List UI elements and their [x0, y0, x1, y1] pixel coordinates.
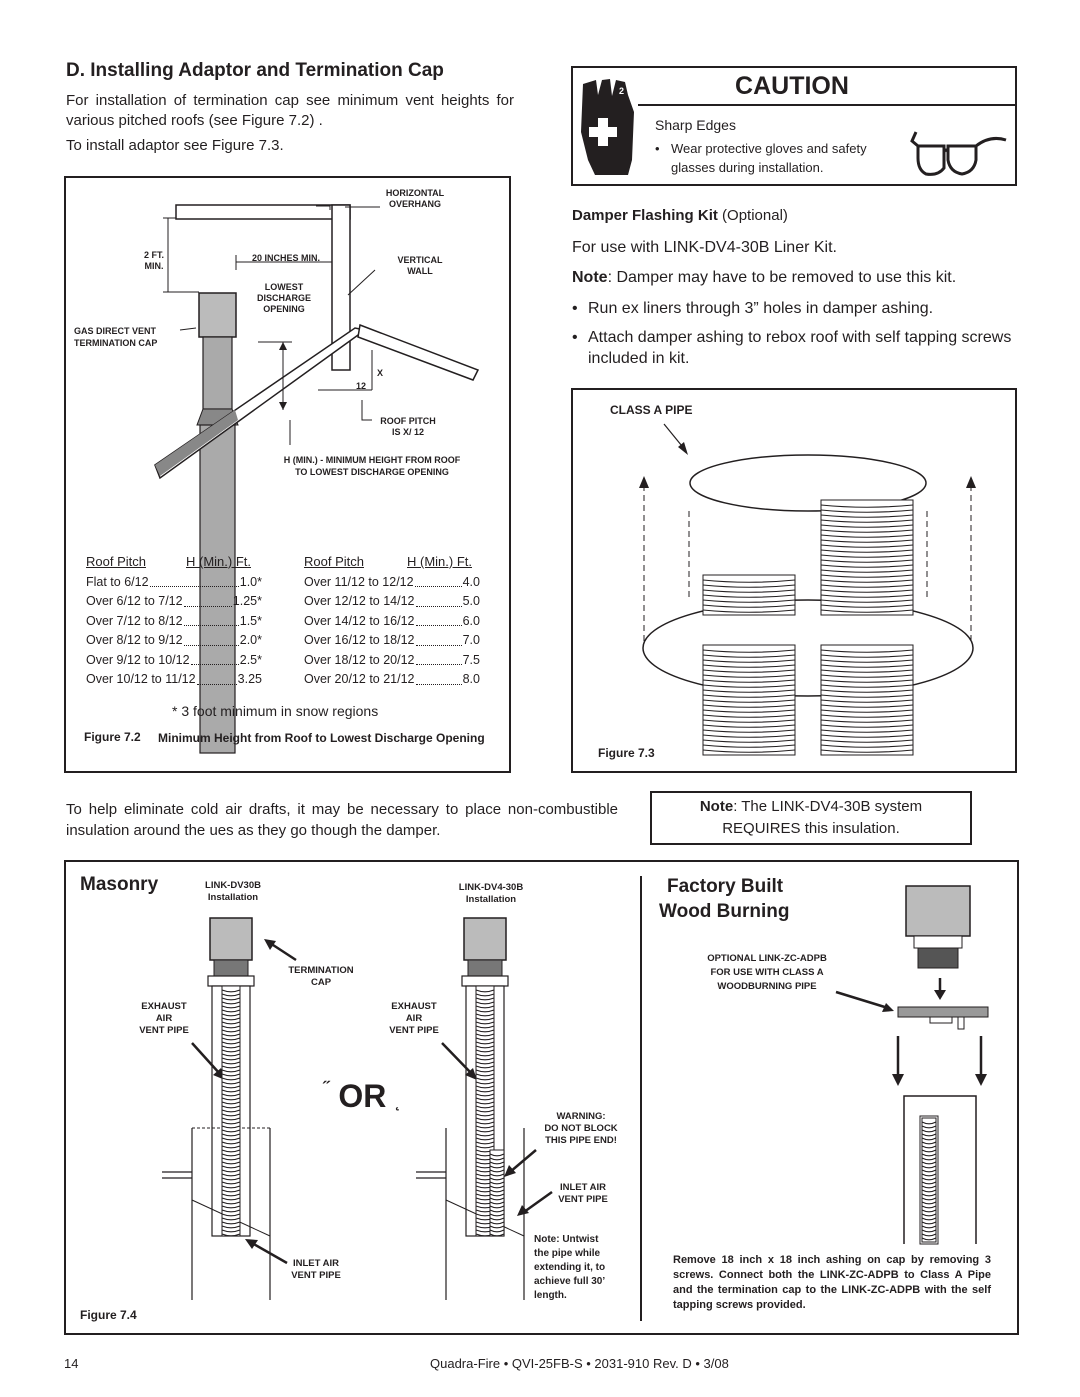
caution-bullet: • Wear protective gloves and safety glas…: [655, 141, 867, 175]
damper-bullet-1: •Run ex liners through 3” holes in dampe…: [572, 300, 934, 317]
h-min-label: H (MIN.) - MINIMUM HEIGHT FROM ROOF TO L…: [283, 455, 461, 477]
remove-flashing-note: Remove 18 inch x 18 inch ashing on cap b…: [673, 1254, 991, 1311]
masonry-title: Masonry: [80, 874, 159, 895]
wood-burning-title: Wood Burning: [659, 901, 790, 922]
cold-air-text: To help eliminate cold air drafts, it ma…: [66, 801, 618, 839]
caution-title-rule: [638, 104, 1016, 106]
document-id: Quadra-Fire • QVI-25FB-S • 2031-910 Rev.…: [430, 1356, 729, 1371]
vertical-wall-label: VERTICAL WALL: [397, 255, 443, 276]
section-title: D. Installing Adaptor and Termination Ca…: [66, 60, 444, 81]
roof-pitch-label: ROOF PITCH IS X/ 12: [380, 416, 436, 437]
optional-adpb-label: OPTIONAL LINK-ZC-ADPB FOR USE WITH CLASS…: [707, 953, 827, 992]
link-dv4-30b-label: LINK-DV4-30B Installation: [458, 882, 524, 905]
pitch-table-right: Roof Pitch H (Min.) Ft. Over 11/12 to 12…: [304, 552, 480, 690]
inlet-air-label-left: INLET AIR VENT PIPE: [291, 1258, 341, 1281]
termination-cap-label: TERMINATION CAP: [288, 965, 354, 988]
figure-7-4-box: [64, 860, 1019, 1335]
height-header: H (Min.) Ft.: [407, 554, 472, 569]
caution-box: [571, 66, 1017, 186]
caution-heading: Sharp Edges: [655, 117, 736, 133]
figure-7-3-caption: Figure 7.3: [598, 746, 655, 760]
snow-note: * 3 foot minimum in snow regions: [172, 703, 379, 719]
height-header: H (Min.) Ft.: [186, 554, 251, 569]
lowest-discharge-label: LOWEST DISCHARGE OPENING: [256, 282, 311, 314]
factory-built-title: Factory Built: [667, 876, 784, 897]
inlet-air-label-right: INLET AIR VENT PIPE: [558, 1182, 608, 1205]
pitch-header: Roof Pitch: [86, 554, 146, 569]
figure-7-4-divider: [640, 876, 642, 1321]
intro-paragraph: For installation of termination cap see …: [66, 92, 514, 129]
damper-heading: Damper Flashing Kit (Optional): [572, 207, 788, 224]
link-dv30b-label: LINK-DV30B Installation: [205, 880, 261, 903]
insulation-note-box: [650, 791, 972, 845]
figure-7-4-caption: Figure 7.4: [80, 1308, 137, 1322]
figure-7-3-box: [571, 388, 1017, 773]
warning-label: WARNING: DO NOT BLOCK THIS PIPE END!: [544, 1111, 618, 1146]
svg-text:2: 2: [619, 86, 624, 96]
figure-7-2-caption-label: Figure 7.2: [84, 730, 141, 744]
caution-title: CAUTION: [735, 72, 849, 100]
gas-direct-vent-label: GAS DIRECT VENT TERMINATION CAP: [74, 326, 158, 348]
untwist-note: Note: Untwist the pipe while extending i…: [534, 1234, 606, 1301]
figure-7-2-caption: Minimum Height from Roof to Lowest Disch…: [158, 731, 485, 745]
insulation-note: Note: The LINK-DV4-30B system REQUIRES t…: [699, 798, 923, 837]
pitch-12-label: 12: [355, 381, 366, 391]
exhaust-label-right: EXHAUST AIR VENT PIPE: [389, 1001, 439, 1036]
horizontal-overhang-label: HORIZONTAL OVERHANG: [385, 188, 445, 209]
damper-note: Note: Damper may have to be removed to u…: [572, 269, 957, 286]
damper-bullet-2: •Attach damper ashing to rebox roof with…: [572, 329, 1012, 367]
class-a-pipe-label: CLASS A PIPE: [610, 403, 693, 417]
page-number: 14: [64, 1356, 79, 1371]
exhaust-label-left: EXHAUST AIR VENT PIPE: [139, 1001, 189, 1036]
pitch-x-label: X: [376, 368, 383, 378]
or-divider: ˝ OR ˛: [323, 1078, 401, 1114]
pitch-header: Roof Pitch: [304, 554, 364, 569]
figure-7-2-box: [64, 176, 511, 773]
twenty-inches-label: 20 INCHES MIN.: [251, 253, 320, 263]
damper-use-with: For use with LINK-DV4-30B Liner Kit.: [572, 239, 837, 256]
two-ft-min-label: 2 FT. MIN.: [143, 250, 164, 271]
intro-adaptor-line: To install adaptor see Figure 7.3.: [66, 137, 284, 154]
